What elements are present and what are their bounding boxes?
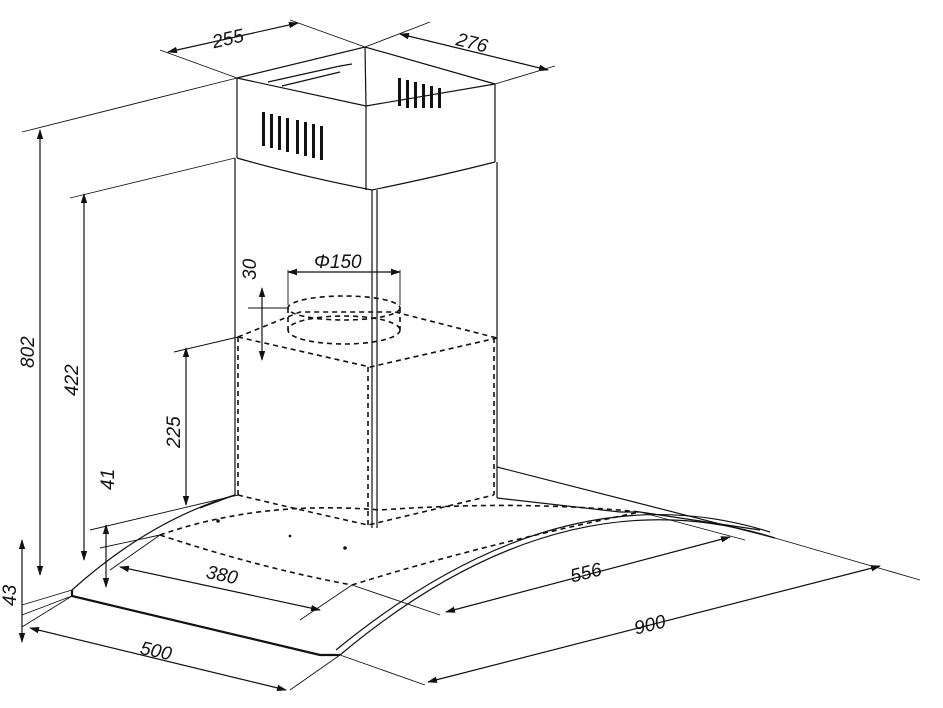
label-802: 802 xyxy=(18,336,39,368)
dim-line-276 xyxy=(399,33,549,71)
label-500: 500 xyxy=(138,638,174,665)
dimension-labels: 255 276 802 422 225 30 Φ150 41 43 380 55… xyxy=(0,26,668,666)
label-276: 276 xyxy=(453,29,490,57)
label-255: 255 xyxy=(209,26,246,54)
dim-line-255 xyxy=(167,21,299,54)
vent-slots-left xyxy=(262,112,323,160)
label-380: 380 xyxy=(204,562,240,589)
glass-canopy xyxy=(70,466,776,657)
label-422: 422 xyxy=(62,364,83,396)
label-556: 556 xyxy=(568,559,604,587)
extension-lines xyxy=(21,19,921,691)
hidden-inner-body xyxy=(159,295,641,586)
chimney-lower-section xyxy=(234,158,498,528)
dim-line-500 xyxy=(29,627,287,691)
dimension-lines xyxy=(18,21,881,691)
dim-line-900 xyxy=(427,565,881,683)
label-225: 225 xyxy=(164,416,185,449)
label-900: 900 xyxy=(632,611,668,639)
label-phi150: Φ150 xyxy=(314,252,362,273)
chimney-upper-section xyxy=(236,46,496,191)
vent-slots-right xyxy=(398,78,441,108)
dim-line-380 xyxy=(119,565,321,612)
label-41: 41 xyxy=(98,469,119,490)
label-30: 30 xyxy=(240,258,261,280)
label-43: 43 xyxy=(0,584,21,606)
